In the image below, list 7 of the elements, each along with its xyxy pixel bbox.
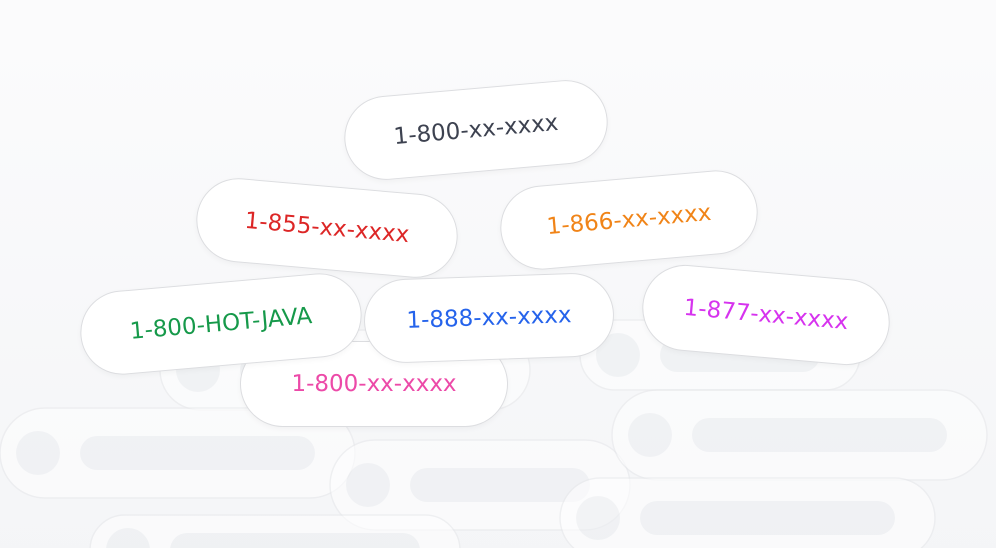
phone-number: 1-800-HOT-JAVA: [128, 303, 314, 345]
phone-number: 1-866-xx-xxxx: [546, 200, 712, 240]
phone-number: 1-877-xx-xxxx: [682, 294, 850, 336]
phone-number: 1-855-xx-xxxx: [244, 208, 410, 248]
phone-number: 1-800-xx-xxxx: [392, 110, 560, 150]
phone-number: 1-800-xx-xxxx: [291, 371, 457, 397]
phone-number: 1-888-xx-xxxx: [406, 302, 572, 334]
